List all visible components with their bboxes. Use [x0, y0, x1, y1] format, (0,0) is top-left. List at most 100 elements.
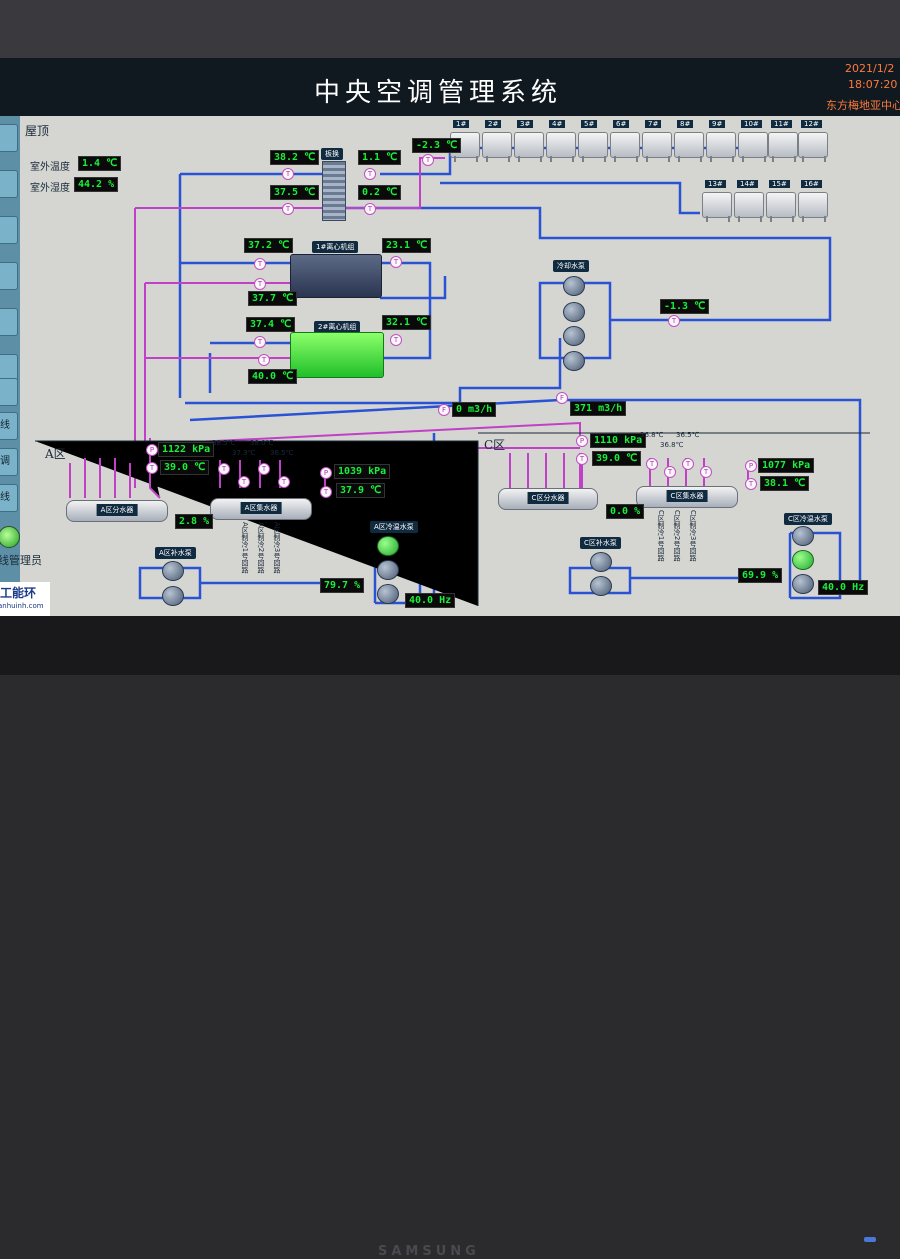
valve-icon[interactable]: T — [576, 453, 588, 465]
status-light-icon[interactable] — [0, 526, 20, 548]
valve-icon[interactable]: T — [278, 476, 290, 488]
sidebar-button-9[interactable]: 调 — [0, 448, 18, 476]
valve-icon[interactable]: T — [364, 203, 376, 215]
zone-c-makeup-pump-label: C区补水泵 — [580, 537, 621, 549]
valve-icon[interactable]: T — [254, 258, 266, 270]
valve-icon[interactable]: T — [422, 154, 434, 166]
sidebar-button-3[interactable] — [0, 216, 18, 244]
valve-icon[interactable]: T — [646, 458, 658, 470]
sidebar-button-4[interactable] — [0, 262, 18, 290]
zone-a-supply-header[interactable]: A区分水器 — [66, 500, 168, 522]
zone-a-branch-temp-2: 37.3℃ — [232, 449, 256, 457]
plate-heat-exchanger[interactable] — [322, 161, 346, 221]
cooling-tower-icon[interactable]: 7# — [642, 120, 672, 162]
page-title: 中央空调管理系统 — [314, 78, 563, 108]
zone-a-label: A区 — [45, 447, 66, 461]
zone-c-circ-pump-icon[interactable] — [792, 574, 814, 594]
cooling-tower-icon[interactable]: 4# — [546, 120, 576, 162]
zone-c-branch-temp-2: 36.8℃ — [660, 441, 684, 449]
cooling-tower-icon[interactable]: 16# — [798, 180, 828, 222]
valve-icon[interactable]: T — [238, 476, 250, 488]
cooling-tower-icon[interactable]: 8# — [674, 120, 704, 162]
cooling-tower-icon[interactable]: 3# — [514, 120, 544, 162]
valve-icon[interactable]: T — [745, 478, 757, 490]
valve-icon[interactable]: T — [254, 278, 266, 290]
zone-c-return-header-label: C区集水器 — [666, 490, 708, 502]
scada-screen: 中央空调管理系统 2021/1/2 18:07:20 东方梅地亚中心 — [0, 58, 900, 618]
zone-a-circ-pump-icon[interactable] — [377, 560, 399, 580]
cooling-tower-icon[interactable]: 13# — [702, 180, 732, 222]
valve-icon[interactable]: P — [576, 435, 588, 447]
cooling-tower-icon[interactable]: 10# — [738, 120, 768, 162]
cooling-pump-icon[interactable] — [563, 276, 585, 296]
valve-icon[interactable]: T — [146, 462, 158, 474]
zone-c-makeup-pump-icon[interactable] — [590, 552, 612, 572]
monitor-bezel-bottom: SAMSUNG — [0, 616, 900, 1259]
cooling-pump-icon[interactable] — [563, 302, 585, 322]
valve-icon[interactable]: T — [258, 463, 270, 475]
cooling-tower-icon[interactable]: 2# — [482, 120, 512, 162]
zone-c-return-header[interactable]: C区集水器 — [636, 486, 738, 508]
zone-a-return-temp: 37.9 ℃ — [336, 483, 386, 498]
zone-a-makeup-pump-label: A区补水泵 — [155, 547, 196, 559]
tower-label: 10# — [741, 120, 762, 128]
zone-a-supply-header-label: A区分水器 — [96, 504, 138, 516]
valve-icon[interactable]: T — [218, 463, 230, 475]
zone-a-return-pressure: 1039 kPa — [334, 464, 391, 479]
valve-icon[interactable]: T — [282, 168, 294, 180]
zone-a-return-header[interactable]: A区集水器 — [210, 498, 312, 520]
zone-c-supply-header[interactable]: C区分水器 — [498, 488, 598, 510]
cooling-tower-icon[interactable]: 15# — [766, 180, 796, 222]
logo-name: 工能环 — [0, 586, 37, 600]
chiller-2[interactable] — [290, 332, 384, 378]
cooling-tower-icon[interactable]: 11# — [768, 120, 798, 162]
zone-a-makeup-pump-icon[interactable] — [162, 561, 184, 581]
outdoor-temp-value: 1.4 ℃ — [78, 156, 122, 171]
zone-c-circ-pump-icon[interactable] — [792, 526, 814, 546]
zone-c-makeup-pump-icon[interactable] — [590, 576, 612, 596]
zone-a-circ-pump-icon[interactable] — [377, 584, 399, 604]
cooling-tower-icon[interactable]: 1# — [450, 120, 480, 162]
valve-icon[interactable]: P — [320, 467, 332, 479]
cooling-tower-icon[interactable]: 9# — [706, 120, 736, 162]
tower-label: 2# — [485, 120, 502, 128]
flow-meter-icon[interactable]: F — [438, 404, 450, 416]
valve-icon[interactable]: T — [282, 203, 294, 215]
cooling-pump-icon[interactable] — [563, 326, 585, 346]
valve-icon[interactable]: T — [390, 256, 402, 268]
zone-a-circ-pump-icon[interactable] — [377, 536, 399, 556]
flow-meter-icon[interactable]: F — [556, 392, 568, 404]
sidebar-button-8[interactable]: 线 — [0, 412, 18, 440]
sidebar-button-7[interactable] — [0, 378, 18, 406]
zone-a-branch-label-3: A区制冷3号回路 — [273, 522, 281, 574]
valve-icon[interactable]: P — [146, 444, 158, 456]
valve-icon[interactable]: T — [390, 334, 402, 346]
zone-a-branch-temp-3: 38.0℃ — [250, 439, 274, 447]
tower-label: 9# — [709, 120, 726, 128]
valve-icon[interactable]: T — [668, 315, 680, 327]
sidebar-button-10[interactable]: 线 — [0, 484, 18, 512]
zone-c-supply-header-label: C区分水器 — [527, 492, 569, 504]
valve-icon[interactable]: T — [664, 466, 676, 478]
cooling-tower-icon[interactable]: 5# — [578, 120, 608, 162]
valve-icon[interactable]: T — [700, 466, 712, 478]
valve-icon[interactable]: T — [682, 458, 694, 470]
chiller-1[interactable] — [290, 254, 382, 298]
sidebar-button-1[interactable] — [0, 124, 18, 152]
tower-label: 5# — [581, 120, 598, 128]
sidebar-button-5[interactable] — [0, 308, 18, 336]
chiller-2-cond-in-temp: 37.4 ℃ — [246, 317, 296, 332]
cooling-tower-icon[interactable]: 6# — [610, 120, 640, 162]
cooling-pump-icon[interactable] — [563, 351, 585, 371]
valve-icon[interactable]: T — [320, 486, 332, 498]
valve-icon[interactable]: P — [745, 460, 757, 472]
zone-c-circ-pump-icon[interactable] — [792, 550, 814, 570]
monitor-bezel-top — [0, 0, 900, 58]
zone-a-makeup-pump-icon[interactable] — [162, 586, 184, 606]
cooling-tower-icon[interactable]: 14# — [734, 180, 764, 222]
valve-icon[interactable]: T — [364, 168, 376, 180]
valve-icon[interactable]: T — [258, 354, 270, 366]
cooling-tower-icon[interactable]: 12# — [798, 120, 828, 162]
sidebar-button-2[interactable] — [0, 170, 18, 198]
valve-icon[interactable]: T — [254, 336, 266, 348]
